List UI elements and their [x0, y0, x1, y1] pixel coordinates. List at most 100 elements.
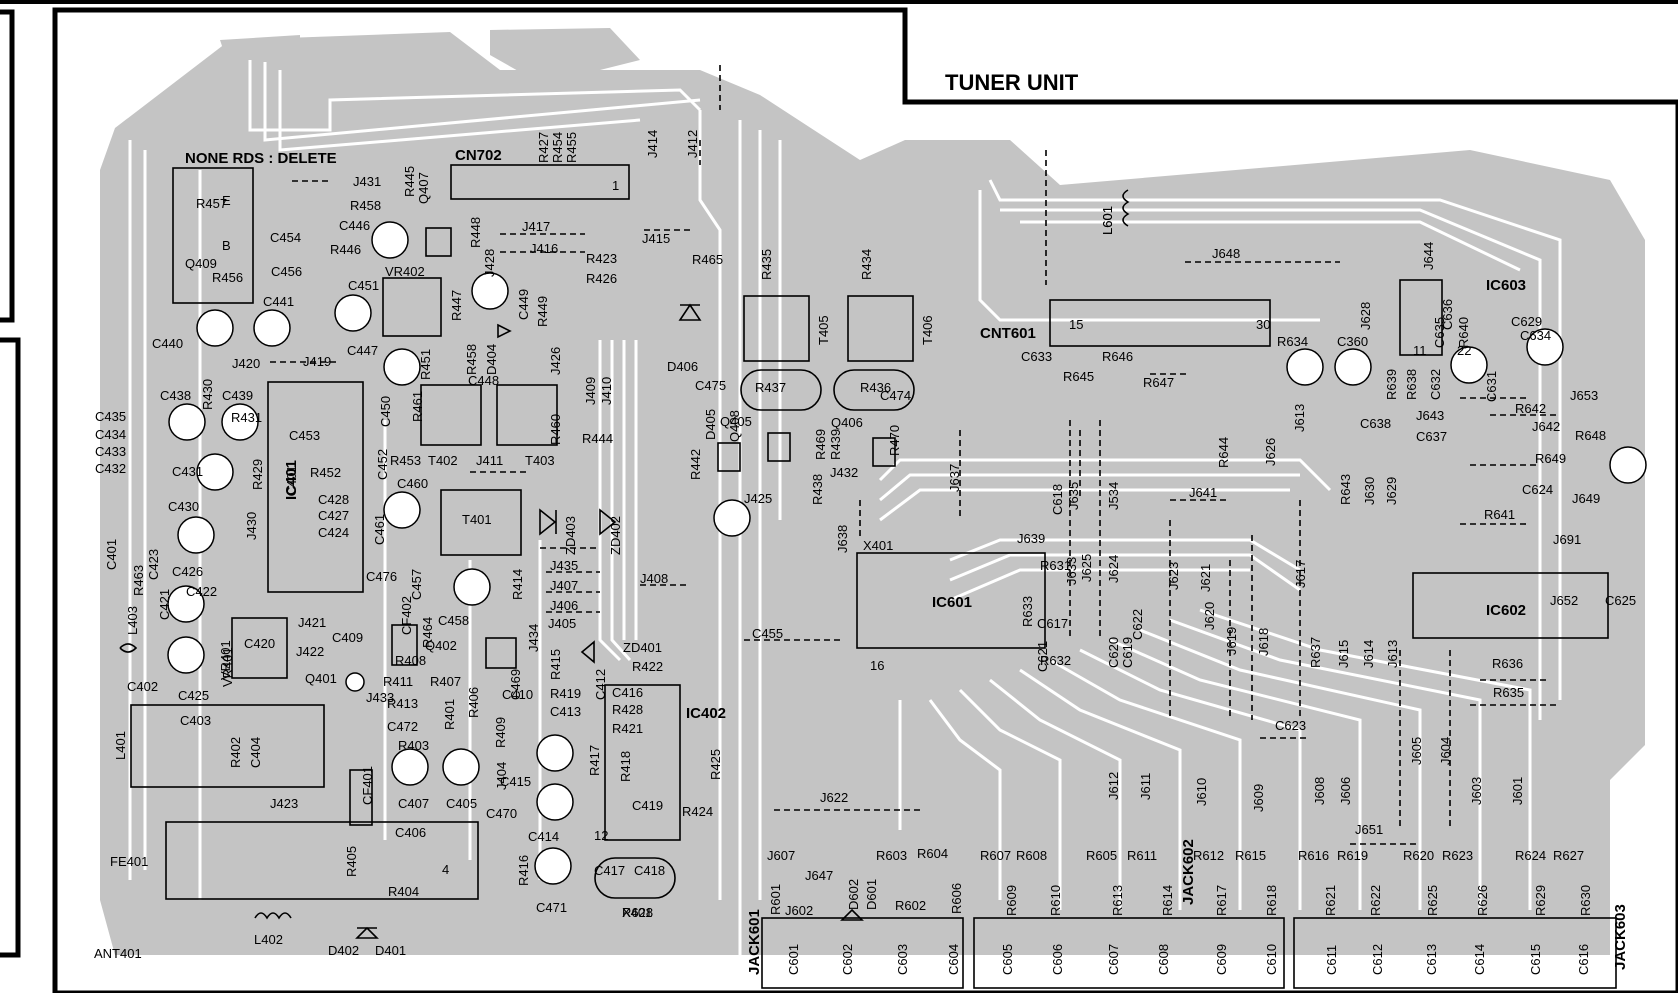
component-label-vertical: J605	[1409, 737, 1424, 765]
component-label: D401	[375, 943, 406, 958]
component-label: C407	[398, 796, 429, 811]
component-label: R403	[398, 738, 429, 753]
component-label-vertical: J637	[947, 464, 962, 492]
component-label-vertical: C622	[1130, 609, 1145, 640]
component-label: R407	[430, 674, 461, 689]
component-label: J435	[550, 558, 578, 573]
component-label-vertical: R614	[1160, 885, 1175, 916]
component-label: C414	[528, 829, 559, 844]
component-label: C633	[1021, 349, 1052, 364]
component-label: C624	[1522, 482, 1553, 497]
component-label: C446	[339, 218, 370, 233]
component-label-vertical: J430	[244, 512, 259, 540]
component-label: C417	[594, 863, 625, 878]
component-label: J416	[530, 241, 558, 256]
component-label: C430	[168, 499, 199, 514]
capacitors	[167, 221, 1647, 885]
component-label-vertical: C621	[1035, 641, 1050, 672]
component-label-vertical: J603	[1469, 777, 1484, 805]
component-label: R458	[350, 198, 381, 213]
component-label: C410	[502, 687, 533, 702]
component-label-vertical: CF402	[399, 596, 414, 635]
component-label: C439	[222, 388, 253, 403]
component-label-vertical: L601	[1100, 206, 1115, 235]
component-label: C438	[160, 388, 191, 403]
component-label: C451	[348, 278, 379, 293]
component-label: R424	[682, 804, 713, 819]
component-label-vertical: R621	[1323, 885, 1338, 916]
component-label: J639	[1017, 531, 1045, 546]
component-label-vertical: C610	[1264, 944, 1279, 975]
component-label: B	[222, 238, 231, 253]
component-label-vertical: J608	[1312, 777, 1327, 805]
component-label-vertical: R613	[1110, 885, 1125, 916]
label-cn702: CN702	[455, 147, 502, 164]
component-label: J411	[476, 453, 503, 468]
component-label-vertical: R639	[1384, 369, 1399, 400]
component-label-vertical: R618	[1264, 885, 1279, 916]
coils	[119, 189, 1130, 920]
component-label: J420	[232, 356, 260, 371]
component-label: R632	[1040, 653, 1071, 668]
component-label-vertical: J617	[1293, 560, 1308, 588]
component-label-vertical: R425	[708, 749, 723, 780]
component-label-vertical: C601	[786, 944, 801, 975]
component-label: R446	[330, 242, 361, 257]
label-ic601: IC601	[932, 594, 972, 611]
component-label-vertical: R617	[1214, 885, 1229, 916]
component-label: J643	[1416, 408, 1444, 423]
component-label: 12	[594, 828, 608, 843]
component-label: J652	[1550, 593, 1578, 608]
title-tuner-unit: TUNER UNIT	[945, 70, 1079, 95]
component-label: C433	[95, 444, 126, 459]
component-label-vertical: R640	[1456, 317, 1471, 348]
component-label-vertical: R402	[228, 737, 243, 768]
component-label: J415	[642, 231, 670, 246]
component-label-vertical: C606	[1050, 944, 1065, 975]
component-label: J649	[1572, 491, 1600, 506]
component-label: C634	[1520, 328, 1551, 343]
component-label-vertical: J625	[1079, 554, 1094, 582]
component-label-vertical: J644	[1421, 242, 1436, 270]
component-label-vertical: J612	[1106, 772, 1121, 800]
component-label: C424	[318, 525, 349, 540]
component-label: C617	[1037, 616, 1068, 631]
component-label-vertical: R644	[1216, 437, 1231, 468]
component-label-vertical: C603	[895, 944, 910, 975]
component-label: J405	[548, 616, 576, 631]
component-label-vertical: C609	[1214, 944, 1229, 975]
component-label: R616	[1298, 848, 1329, 863]
component-label-vertical: C412	[593, 669, 608, 700]
component-label: Q406	[831, 415, 863, 430]
component-label: 15	[1069, 317, 1083, 332]
label-jack601: JACK601	[746, 909, 763, 975]
component-label-vertical: C449	[516, 289, 531, 320]
component-label-vertical: C619	[1120, 637, 1135, 668]
label-cnt601: CNT601	[980, 325, 1036, 342]
component-label: C413	[550, 704, 581, 719]
component-label: R428	[612, 702, 643, 717]
component-label-vertical: J613	[1292, 404, 1307, 432]
component-label: R645	[1063, 369, 1094, 384]
component-label-vertical: R463	[131, 565, 146, 596]
label-ic602: IC602	[1486, 602, 1526, 619]
component-label: J642	[1532, 419, 1560, 434]
component-label-vertical: C608	[1156, 944, 1171, 975]
component-label-vertical: C469	[508, 669, 523, 700]
component-label-vertical: R451	[418, 349, 433, 380]
component-label-vertical: C604	[946, 944, 961, 975]
component-label: R423	[586, 251, 617, 266]
component-label: C418	[634, 863, 665, 878]
component-label: C460	[397, 476, 428, 491]
component-label: J651	[1355, 822, 1383, 837]
component-bodies	[130, 164, 1617, 989]
component-label: R611	[1127, 848, 1157, 863]
component-label: C402	[127, 679, 158, 694]
component-label-vertical: L401	[113, 731, 128, 760]
component-label-vertical: J604	[1438, 737, 1453, 765]
component-label-vertical: C635	[1432, 317, 1447, 348]
component-label: R436	[860, 380, 891, 395]
component-label: C440	[152, 336, 183, 351]
component-label-vertical: C615	[1528, 944, 1543, 975]
